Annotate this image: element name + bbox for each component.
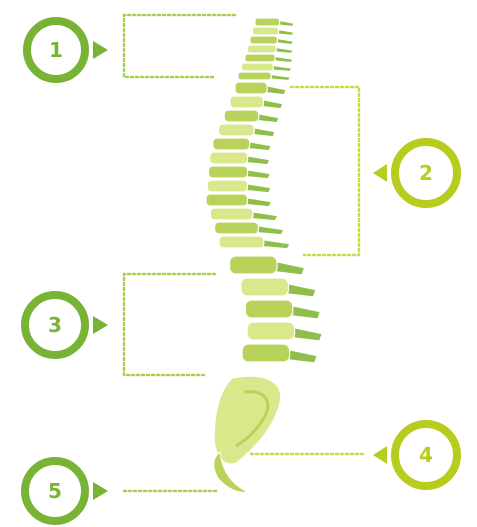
badge-4-pointer [373,446,387,464]
badge-3-number: 3 [48,313,62,337]
badge-2-number: 2 [419,161,433,185]
vertebra-body-1 [252,27,278,35]
bracket-cervical [124,15,235,77]
vertebra-body-13 [208,166,247,178]
vertebra-body-0 [255,18,280,26]
vertebra-body-12 [210,152,248,164]
badge-3-pointer [93,316,108,334]
sacrum [214,376,281,464]
vertebra-body-9 [224,110,259,122]
bracket-lumbar [124,274,215,375]
bracket-thoracic [291,87,359,255]
vertebra-body-17 [215,222,259,234]
vertebra-body-4 [245,54,275,62]
vertebra-body-23 [242,344,290,362]
badge-1-pointer [93,41,108,59]
badge-3: 3 [25,295,108,355]
badge-2: 2 [373,142,457,204]
badge-5: 5 [25,461,108,521]
badge-1: 1 [27,21,108,79]
badge-2-pointer [373,164,387,182]
badge-4-number: 4 [419,443,433,467]
badge-1-number: 1 [49,38,63,62]
vertebra-body-6 [238,72,271,80]
vertebra-body-10 [219,124,255,136]
vertebra-body-8 [230,96,263,108]
vertebra-body-19 [230,256,278,274]
vertebra-body-21 [245,300,292,318]
badge-4: 4 [373,424,457,486]
vertebra-body-18 [219,236,264,248]
vertebra-body-5 [241,63,273,71]
vertebra-body-16 [210,208,253,220]
vertebra-body-22 [247,322,295,340]
vertebra-body-3 [247,45,276,53]
vertebra-body-15 [206,194,247,206]
vertebra-body-20 [241,278,289,296]
vertebra-body-7 [235,82,267,94]
badge-5-number: 5 [48,479,62,503]
vertebra-body-2 [250,36,278,44]
vertebra-body-14 [207,180,247,192]
vertebra-body-11 [213,138,250,150]
badge-5-pointer [93,482,108,500]
